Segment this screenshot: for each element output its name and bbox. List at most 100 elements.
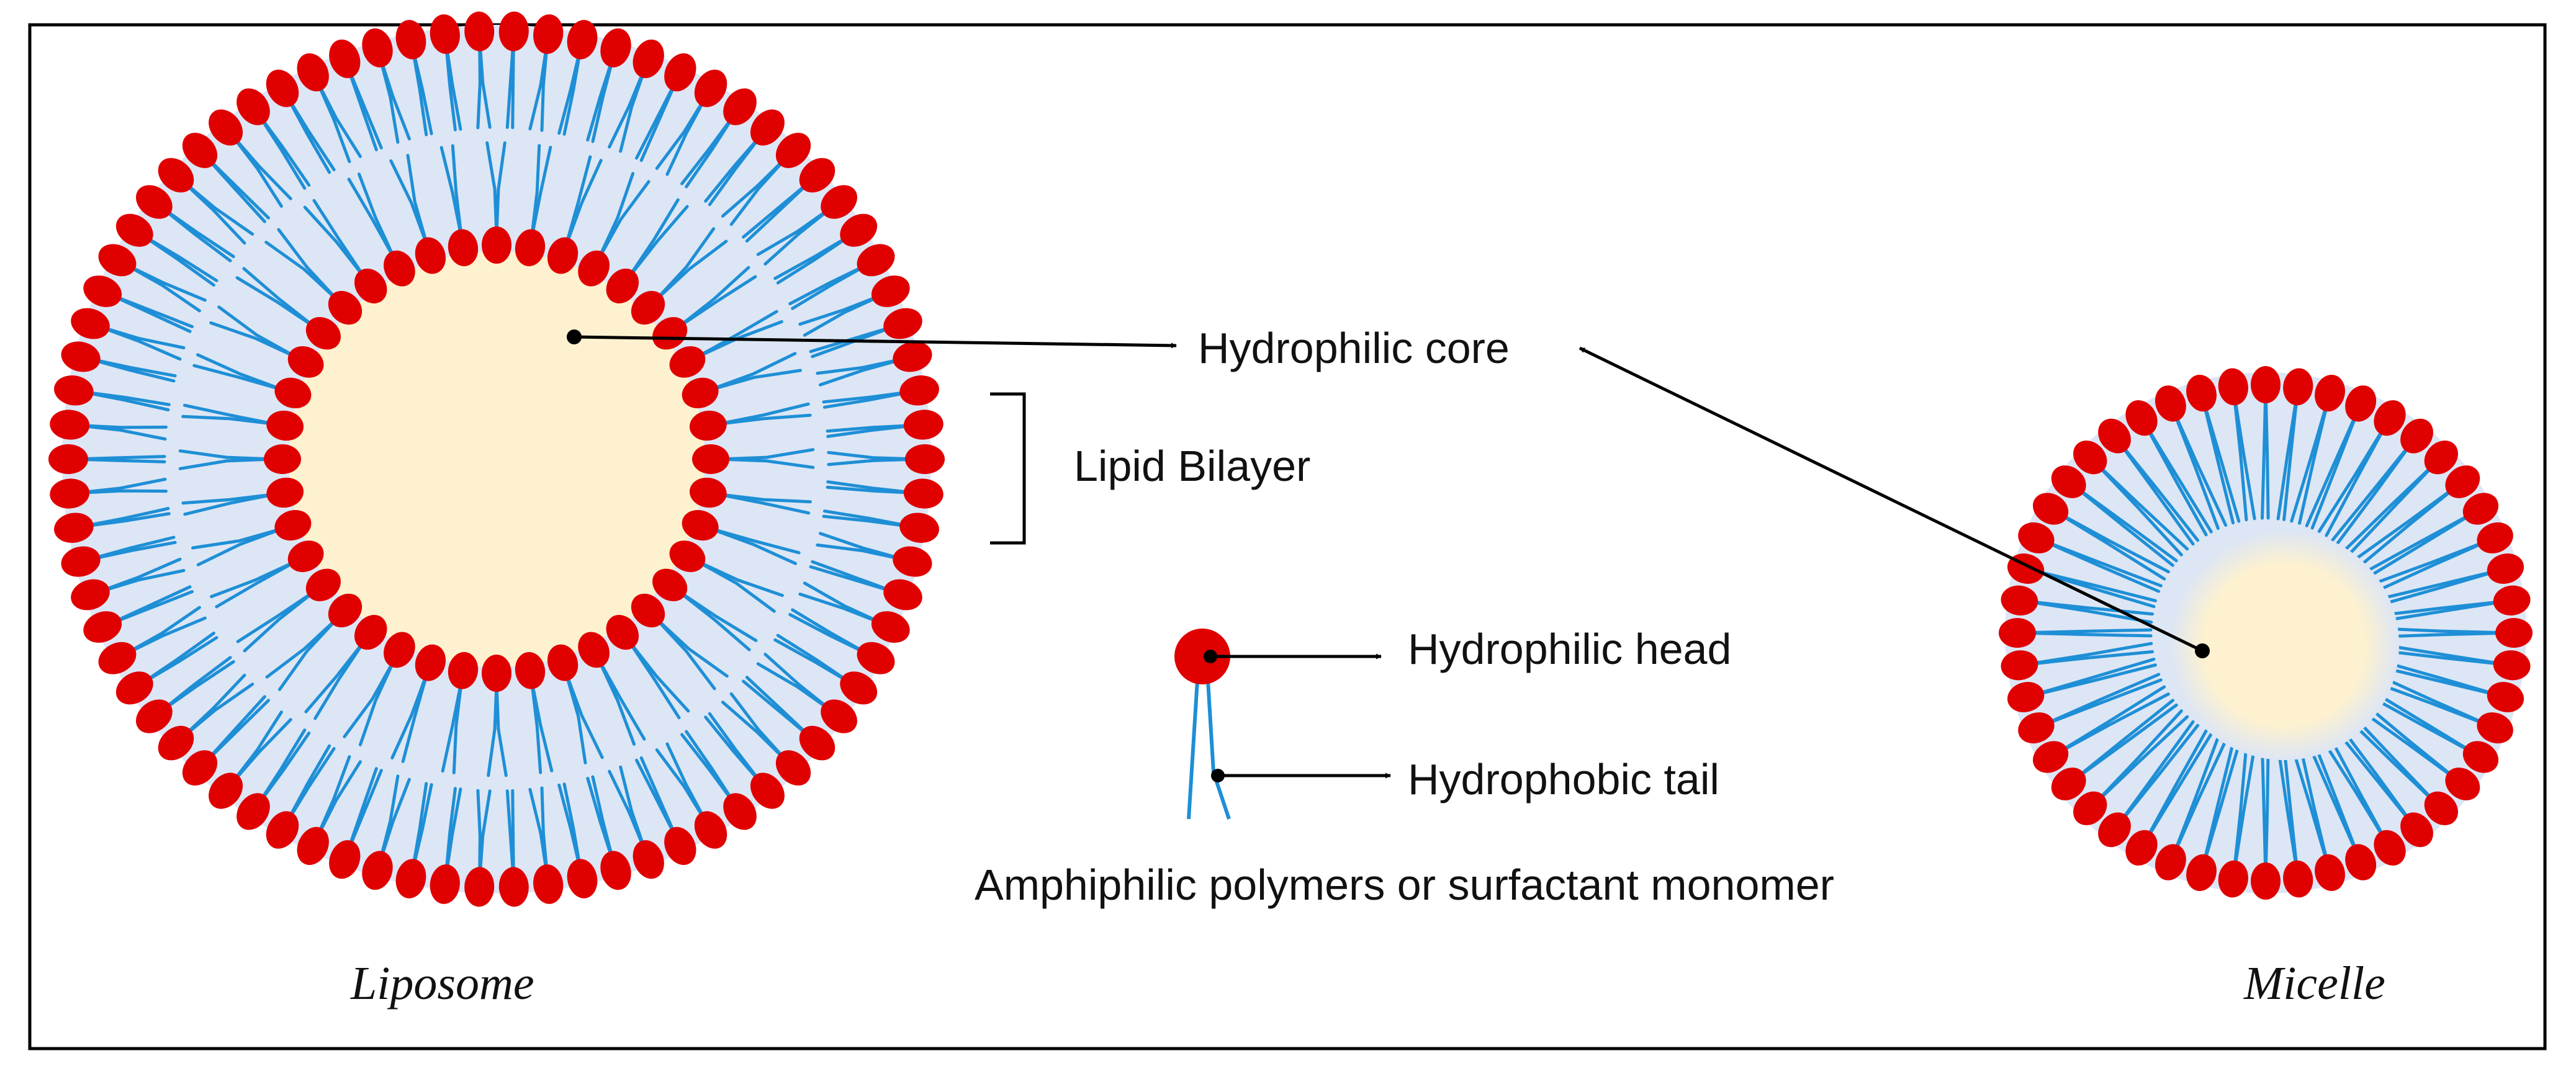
figure-border xyxy=(28,23,2547,1050)
lipid-tail xyxy=(2231,388,2256,521)
lipid-tail xyxy=(816,543,908,562)
lipid-tail xyxy=(809,565,899,594)
lipid-head xyxy=(606,268,639,303)
lipid-tail xyxy=(196,353,286,392)
lipid-tail xyxy=(2141,729,2208,847)
hydrophilic-core-label: Hydrophilic core xyxy=(1198,324,1510,372)
lipid-head xyxy=(2345,385,2377,422)
lipid-head xyxy=(2487,682,2524,712)
lipid-tail xyxy=(345,63,383,150)
lipid-head xyxy=(2251,862,2281,900)
lipid-head xyxy=(2283,368,2313,406)
lipid-tail xyxy=(255,110,311,187)
lipid-tail xyxy=(2170,405,2228,527)
lipid-tail xyxy=(564,159,603,249)
lipid-head xyxy=(893,341,932,372)
micelle-core-arrow xyxy=(1578,346,2204,653)
lipid-head xyxy=(384,250,415,287)
lipid-head xyxy=(158,725,194,761)
lipid-tail xyxy=(826,423,919,438)
lipid-tail xyxy=(2379,631,2513,638)
lipid-tail xyxy=(2051,509,2170,573)
lipid-tail xyxy=(73,455,166,461)
lipid-tail xyxy=(2141,419,2213,534)
lipid-head xyxy=(274,377,312,409)
lipid-tail xyxy=(202,695,266,765)
lipid-head xyxy=(547,644,579,681)
lipid-head xyxy=(2424,441,2458,475)
lipid-head xyxy=(71,308,110,339)
lipid-head xyxy=(903,478,943,509)
lipid-head xyxy=(2218,860,2248,898)
lipid-head xyxy=(328,593,363,628)
lipid-tail xyxy=(179,673,246,741)
lipid-head xyxy=(98,244,137,277)
lipid-tail xyxy=(763,204,836,266)
lipid-head xyxy=(631,593,665,628)
lipid-head xyxy=(274,509,312,541)
lipid-head xyxy=(799,158,835,193)
lipid-head xyxy=(329,840,361,879)
lipid-head xyxy=(329,39,361,78)
lipid-tail xyxy=(157,204,235,258)
lipid-head xyxy=(883,579,922,611)
lipid-tail xyxy=(121,606,201,657)
lipid-head xyxy=(2445,768,2480,800)
lipid-head xyxy=(694,69,727,107)
lipid-tail xyxy=(721,701,791,765)
lipid-tail xyxy=(444,787,457,880)
lipid-head xyxy=(689,477,727,508)
lipid-tail xyxy=(94,324,186,349)
lipid-tail xyxy=(138,632,215,686)
lipid-head xyxy=(264,444,301,474)
lipid-head xyxy=(136,185,173,219)
lipid-head xyxy=(682,509,719,541)
lipid-tail xyxy=(822,514,915,529)
lipid-head xyxy=(2374,830,2406,866)
lipid-head xyxy=(48,444,88,474)
lipid-tail xyxy=(639,76,679,162)
lipid-tail xyxy=(803,292,887,337)
lipid-head xyxy=(362,851,393,890)
lipid-tail xyxy=(236,589,318,643)
lipid-head xyxy=(2487,553,2524,584)
lipid-tail xyxy=(557,783,583,874)
lipid-tail xyxy=(729,153,791,226)
liposome-inner-heads xyxy=(264,226,729,692)
lipid-tail xyxy=(626,205,689,280)
lipid-tail xyxy=(626,638,681,720)
lipid-head xyxy=(498,867,529,907)
lipid-tail xyxy=(635,758,679,842)
lipid-head xyxy=(2493,585,2531,616)
lipid-head xyxy=(883,308,922,339)
lipid-head xyxy=(2374,400,2406,436)
lipid-head xyxy=(515,651,546,689)
lipid-head xyxy=(652,316,688,350)
lipid-tail xyxy=(2027,568,2157,602)
lipid-tail xyxy=(179,177,254,236)
lipid-tail xyxy=(121,261,207,302)
lipid-tail xyxy=(2348,458,2441,556)
lipid-head xyxy=(266,477,304,508)
lipid-tail xyxy=(242,267,318,329)
lipid-tail xyxy=(487,681,498,777)
lipid-head xyxy=(694,811,727,849)
lipid-tail xyxy=(596,180,651,262)
lipid-head xyxy=(905,444,945,474)
lipid-tail xyxy=(2261,746,2268,880)
lipid-tail xyxy=(745,177,814,243)
lipid-head xyxy=(50,478,90,509)
lipid-tail xyxy=(191,526,286,550)
lipid-head xyxy=(669,346,706,378)
lipid-tail xyxy=(2305,738,2361,861)
lipid-head xyxy=(354,268,387,303)
lipid-tail xyxy=(2170,735,2220,861)
lipid-head xyxy=(871,611,910,643)
lipid-tail xyxy=(2051,685,2166,757)
lipid-head xyxy=(236,88,270,125)
lipid-tail xyxy=(2317,733,2390,847)
lipid-tail xyxy=(2115,720,2195,829)
lipid-tail xyxy=(608,769,648,856)
lipid-tail xyxy=(529,678,543,774)
lipid-head xyxy=(430,864,460,904)
